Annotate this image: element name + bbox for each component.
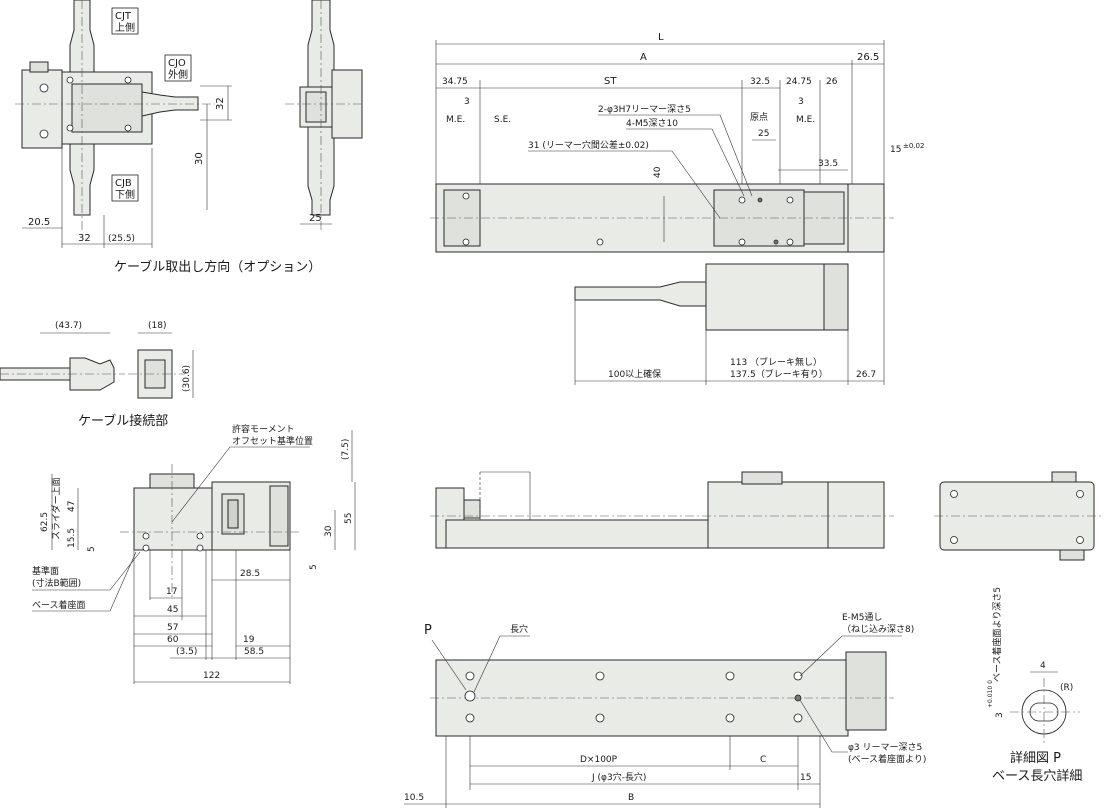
- dim-32-horizontal: 32: [78, 233, 91, 244]
- dim-40: 40: [653, 166, 663, 178]
- motor-cable: [574, 281, 707, 307]
- m5-holes-label: 4-M5深さ10: [626, 118, 678, 129]
- dim-32-vertical: 32: [215, 97, 226, 110]
- detail-dim-3-tol: +0.010 0: [987, 680, 994, 708]
- me-left-label: M.E.: [446, 115, 465, 125]
- ref-face-label: 基準面: [32, 565, 59, 577]
- rear-elevation-view: [934, 471, 1104, 561]
- dim-15-5: 15.5: [67, 528, 77, 548]
- cable-direction-side-view: 25: [285, 0, 365, 230]
- detail-dim-4: 4: [1040, 661, 1046, 671]
- dim-100-min: 100以上確保: [608, 368, 661, 380]
- dim-5-right: 5: [309, 564, 319, 570]
- moment-ref-label-2: オフセット基準位置: [232, 435, 313, 447]
- ref-face-range-label: (寸法B範囲): [32, 577, 81, 589]
- dim-30-6: (30.6): [182, 365, 192, 392]
- dim-47: 47: [67, 501, 77, 512]
- top-plan-view: L A 26.5 34.75 ST 32.5 24.75 26 3 M.E. S…: [430, 32, 924, 385]
- cable-connection-view: (43.7) (18) (30.6) ケーブル接続部: [0, 321, 194, 429]
- dim-15: 15: [800, 773, 811, 783]
- cjt-label: CJT: [115, 11, 132, 22]
- end-section-view: 許容モーメント オフセット基準位置 (7.5) 62.5 スライダー上面 47 …: [32, 423, 356, 684]
- dim-26-7: 26.7: [856, 370, 876, 380]
- detail-dim-3: 3: [995, 712, 1005, 718]
- tol-15-sup: ±0.02: [903, 142, 924, 150]
- front-motor: [707, 481, 829, 549]
- dim-30-vertical: 30: [194, 152, 205, 165]
- dim-18: (18): [148, 321, 166, 331]
- dim-55: 55: [344, 513, 354, 524]
- detail-p-subcaption: ベース長穴詳細: [992, 768, 1082, 784]
- dim-25-5: (25.5): [108, 234, 135, 244]
- dim-3-left: 3: [464, 97, 470, 107]
- se-label: S.E.: [494, 115, 511, 125]
- dim-25: 25: [309, 213, 322, 224]
- detail-p-view: 4 (R) 3 +0.010 0 ベース着座面より深さ5 詳細図 P ベース長穴…: [987, 587, 1082, 784]
- e-m5-depth-label: （ねじ込み深さ8): [842, 624, 914, 635]
- reamer-holes-label: 2-φ3H7リーマー深さ5: [598, 104, 691, 115]
- dim-A: A: [640, 52, 647, 63]
- detail-p-marker: P: [424, 623, 432, 638]
- cjb-sub-label: 下側: [115, 188, 135, 201]
- dim-C: C: [760, 755, 766, 765]
- dim-B: B: [628, 793, 634, 803]
- cable-direction-front-view: CJT 上側 CJO 外側 CJB 下側 32 30 20.5 32 (25.5…: [15, 0, 321, 275]
- tol-15: 15: [890, 145, 901, 155]
- cjo-sub-label: 外側: [168, 68, 188, 81]
- dim-32-5: 32.5: [750, 77, 770, 87]
- dim-3-right: 3: [798, 97, 804, 107]
- dim-17: 17: [166, 587, 177, 597]
- cjt-sub-label: 上側: [115, 21, 135, 34]
- cjb-label: CJB: [115, 178, 132, 189]
- dim-10-5: 10.5: [404, 793, 424, 803]
- dim-25-top: 25: [758, 129, 769, 139]
- dim-26: 26: [826, 77, 838, 87]
- cable-connection-caption: ケーブル接続部: [78, 413, 168, 429]
- dim-19: 19: [243, 635, 255, 645]
- dim-26-5: 26.5: [857, 52, 879, 63]
- front-elevation-view: [430, 471, 894, 549]
- front-base: [445, 519, 709, 549]
- cjo-label: CJO: [168, 58, 186, 69]
- dim-7-5: (7.5): [341, 439, 351, 460]
- dim-33-5: 33.5: [818, 159, 838, 169]
- dim-20-5: 20.5: [28, 217, 50, 228]
- dim-60: 60: [167, 635, 179, 645]
- motor-length-no-brake: 113 （ブレーキ無し）: [730, 356, 822, 368]
- detail-radius: (R): [1060, 683, 1073, 693]
- dim-L: L: [658, 32, 664, 43]
- dim-62-5: 62.5: [40, 512, 50, 532]
- moment-ref-label-1: 許容モーメント: [232, 423, 295, 435]
- dim-dx100p: D×100P: [580, 755, 618, 765]
- dim-122: 122: [203, 671, 220, 681]
- bottom-plan-view: P 長穴 E-M5通し （ねじ込み深さ8) φ3 リーマー深さ5 (ベース着座面…: [404, 612, 926, 808]
- reamer-pitch-label: 31 (リーマー穴間公差±0.02): [528, 139, 649, 151]
- dim-3-5: (3.5): [176, 647, 197, 657]
- slider-top-label: スライダー上面: [50, 477, 62, 540]
- detail-depth-label: ベース着座面より深さ5: [991, 587, 1003, 682]
- dim-45: 45: [167, 605, 178, 615]
- base-face-label: ベース着座面: [32, 599, 86, 611]
- dim-5-left: 5: [87, 546, 97, 552]
- reamer-bottom-label: φ3 リーマー深さ5: [848, 742, 922, 753]
- dim-58-5: 58.5: [244, 647, 264, 657]
- dim-57: 57: [167, 623, 178, 633]
- cable-direction-caption: ケーブル取出し方向（オプション）: [114, 259, 321, 275]
- motor-length-brake: 137.5（ブレーキ有り）: [730, 368, 828, 380]
- dim-43-7: (43.7): [55, 321, 82, 331]
- dim-28-5: 28.5: [240, 569, 260, 579]
- dim-24-75: 24.75: [786, 77, 812, 87]
- slot-label: 長穴: [510, 623, 528, 635]
- reamer-bottom-ref: (ベース着座面より): [848, 753, 926, 765]
- dim-30: 30: [324, 525, 334, 537]
- dim-ST: ST: [604, 76, 617, 87]
- me-right-label: M.E.: [796, 115, 815, 125]
- e-m5-label: E-M5通し: [842, 612, 882, 623]
- origin-label: 原点: [750, 112, 768, 123]
- dim-34-75: 34.75: [442, 77, 468, 87]
- detail-p-caption: 詳細図 P: [1010, 750, 1061, 766]
- dim-J: J (φ3穴-長穴): [591, 771, 646, 783]
